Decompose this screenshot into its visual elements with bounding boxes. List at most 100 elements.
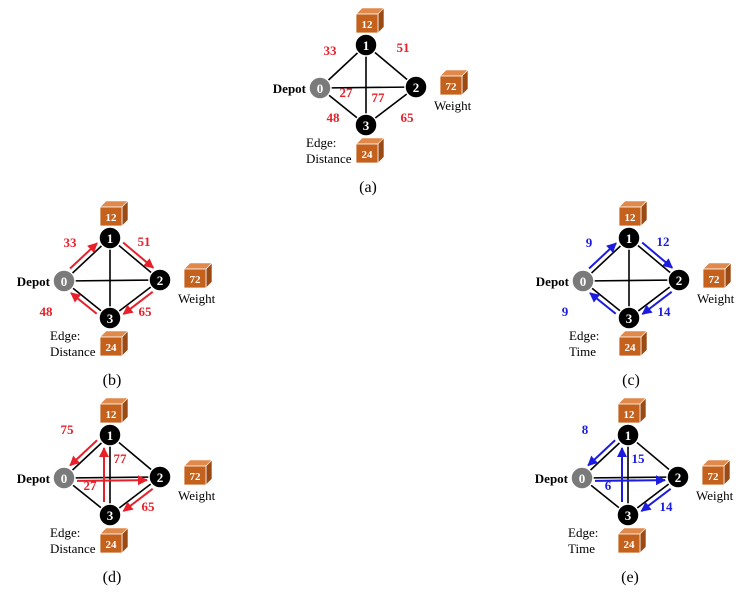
crate-front bbox=[701, 465, 725, 486]
customer-node-2[interactable] bbox=[148, 465, 172, 489]
edge-label-0-1: 33 bbox=[324, 43, 338, 58]
edge-type-label: Distance bbox=[50, 344, 96, 359]
node-label-1: 1 bbox=[363, 38, 370, 53]
crate-front bbox=[99, 336, 123, 357]
edge-label-2-3: 14 bbox=[658, 304, 672, 319]
weight-label: Weight bbox=[697, 291, 735, 306]
edge-type-label: Distance bbox=[306, 151, 352, 166]
customer-node-2[interactable] bbox=[667, 268, 691, 292]
edge-type-label: Time bbox=[569, 344, 596, 359]
customer-node-3[interactable] bbox=[617, 306, 641, 330]
edge-type-prefix: Edge: bbox=[569, 328, 599, 343]
weight-value: 24 bbox=[625, 342, 637, 354]
weight-value: 72 bbox=[446, 81, 458, 93]
edge-label-1-3: 77 bbox=[372, 90, 386, 105]
edge-label-0-1: 9 bbox=[586, 235, 593, 250]
depot-node[interactable] bbox=[571, 269, 595, 293]
edge-0-2 bbox=[582, 279, 680, 282]
customer-node-3[interactable] bbox=[98, 503, 122, 527]
weight-label: Weight bbox=[434, 98, 472, 113]
crate-front bbox=[183, 268, 207, 289]
weight-value: 72 bbox=[708, 471, 720, 483]
edge-type-prefix: Edge: bbox=[50, 525, 80, 540]
weight-value: 12 bbox=[106, 409, 118, 421]
edge-label-0-1: 33 bbox=[64, 235, 78, 250]
customer-node-1[interactable] bbox=[98, 226, 122, 250]
weight-value: 12 bbox=[625, 212, 637, 224]
node-label-0: 0 bbox=[580, 274, 587, 289]
weight-value: 12 bbox=[624, 409, 636, 421]
customer-node-3[interactable] bbox=[354, 113, 378, 137]
crate-front bbox=[99, 403, 123, 424]
depot-label: Depot bbox=[273, 81, 307, 96]
panel-caption: (a) bbox=[359, 179, 377, 196]
weight-value: 24 bbox=[624, 539, 636, 551]
node-label-0: 0 bbox=[579, 471, 586, 486]
route-arrow-0-to-1 bbox=[69, 242, 98, 270]
panel-caption: (b) bbox=[103, 372, 122, 389]
edge-label-2-3: 65 bbox=[139, 304, 153, 319]
weight-crate: 72 bbox=[183, 459, 213, 486]
weight-crate: 12 bbox=[617, 397, 647, 424]
depot-node[interactable] bbox=[52, 466, 76, 490]
route-arrow-1-to-2 bbox=[122, 241, 155, 269]
edge-label-0-3: 9 bbox=[562, 304, 569, 319]
edge-label-0-3: 48 bbox=[40, 304, 54, 319]
edge-label-0-1: 75 bbox=[61, 422, 75, 437]
node-label-1: 1 bbox=[107, 428, 114, 443]
weight-crate: 24 bbox=[618, 330, 648, 357]
edge-type-prefix: Edge: bbox=[50, 328, 80, 343]
node-label-3: 3 bbox=[625, 508, 632, 523]
weight-crate: 12 bbox=[618, 200, 648, 227]
customer-node-2[interactable] bbox=[666, 465, 690, 489]
node-label-2: 2 bbox=[675, 470, 682, 485]
weight-value: 24 bbox=[106, 539, 118, 551]
customer-node-1[interactable] bbox=[617, 226, 641, 250]
edge-label-2-3: 65 bbox=[142, 499, 156, 514]
route-arrow-2-to-3 bbox=[640, 488, 672, 512]
customer-node-1[interactable] bbox=[354, 33, 378, 57]
depot-node[interactable] bbox=[570, 466, 594, 490]
node-label-3: 3 bbox=[107, 508, 114, 523]
crate-front bbox=[618, 336, 642, 357]
edge-0-2 bbox=[581, 476, 679, 479]
weight-crate: 72 bbox=[439, 69, 469, 96]
route-arrow-2-to-3 bbox=[641, 291, 673, 315]
edge-0-2 bbox=[63, 279, 161, 282]
weight-value: 12 bbox=[362, 19, 374, 31]
depot-label: Depot bbox=[535, 471, 569, 486]
customer-node-2[interactable] bbox=[404, 75, 428, 99]
customer-node-3[interactable] bbox=[98, 306, 122, 330]
crate-front bbox=[618, 206, 642, 227]
route-arrow-1-to-0 bbox=[587, 439, 616, 467]
depot-node[interactable] bbox=[308, 76, 332, 100]
edge-label-1-3: 77 bbox=[114, 451, 128, 466]
customer-node-2[interactable] bbox=[148, 268, 172, 292]
depot-node[interactable] bbox=[52, 269, 76, 293]
route-arrow-0-to-2 bbox=[594, 475, 667, 486]
weight-value: 72 bbox=[709, 274, 721, 286]
node-label-3: 3 bbox=[107, 311, 114, 326]
route-arrow-2-to-3 bbox=[122, 488, 154, 512]
crate-front bbox=[99, 533, 123, 554]
crate-front bbox=[355, 143, 379, 164]
crate-front bbox=[183, 465, 207, 486]
depot-label: Depot bbox=[17, 274, 51, 289]
edge-label-1-2: 12 bbox=[657, 234, 670, 249]
weight-value: 12 bbox=[106, 212, 118, 224]
panel-caption: (d) bbox=[103, 569, 122, 586]
node-label-0: 0 bbox=[61, 274, 68, 289]
edge-type-prefix: Edge: bbox=[306, 135, 336, 150]
node-label-2: 2 bbox=[157, 470, 164, 485]
weight-crate: 72 bbox=[701, 459, 731, 486]
weight-crate: 72 bbox=[702, 262, 732, 289]
customer-node-1[interactable] bbox=[98, 423, 122, 447]
customer-node-3[interactable] bbox=[616, 503, 640, 527]
panel-caption: (e) bbox=[621, 569, 639, 586]
customer-node-1[interactable] bbox=[616, 423, 640, 447]
weight-crate: 24 bbox=[99, 330, 129, 357]
node-label-1: 1 bbox=[626, 231, 633, 246]
weight-value: 72 bbox=[190, 471, 202, 483]
